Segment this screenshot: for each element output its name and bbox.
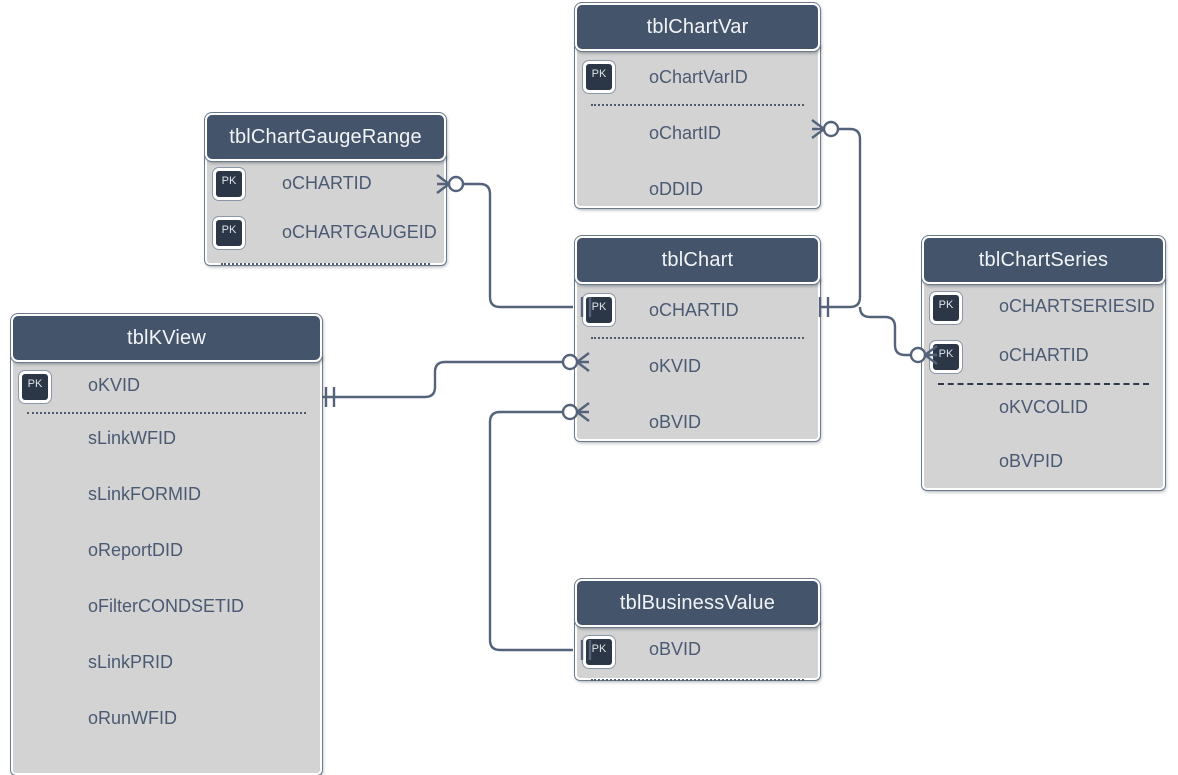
field-list: PK oChartVarID oChartID oDDID	[577, 49, 818, 206]
entity-title-text: tblChartGaugeRange	[229, 125, 422, 148]
field-row[interactable]: oKVID	[577, 338, 818, 394]
field-row[interactable]: oKVCOLID	[924, 380, 1163, 434]
pk-badge-icon: PK	[930, 341, 962, 373]
pk-badge-icon: PK	[19, 371, 51, 403]
entity-tblchart[interactable]: tblChart PK oCHARTID oKVID oBVID	[575, 236, 820, 441]
pk-separator	[221, 263, 430, 265]
entity-tblchartgaugerange[interactable]: tblChartGaugeRange PK oCHARTID PK oCHART…	[205, 113, 446, 265]
field-name: oChartID	[649, 122, 722, 143]
field-name: oReportDID	[88, 539, 184, 560]
field-row[interactable]: PK oChartVarID	[577, 49, 818, 106]
field-row[interactable]: oDDID	[577, 161, 818, 217]
field-name: oCHARTID	[999, 345, 1089, 365]
field-row[interactable]: PK oCHARTID	[577, 282, 818, 339]
field-row[interactable]: sLinkWFID	[13, 410, 320, 466]
pk-badge-icon: PK	[213, 217, 245, 249]
entity-title-tblkview: tblKView	[11, 314, 322, 362]
field-list: PK oBVID	[577, 625, 818, 681]
entity-body-tblchartvar: PK oChartVarID oChartID oDDID	[575, 41, 820, 208]
pk-badge-icon: PK	[583, 636, 615, 668]
field-name: sLinkFORMID	[88, 483, 202, 504]
field-list: PK oCHARTSERIESID PK oCHARTID oKVCOLID o…	[924, 282, 1163, 488]
field-name: sLinkWFID	[88, 427, 177, 448]
field-row[interactable]: oBVPID	[924, 434, 1163, 488]
entity-title-text: tblChart	[661, 248, 734, 271]
field-row[interactable]: PK oCHARTGAUGEID	[207, 208, 444, 265]
field-name: oFilterCONDSETID	[88, 595, 245, 616]
pk-badge-icon: PK	[930, 292, 962, 324]
entity-body-tblchart: PK oCHARTID oKVID oBVID	[575, 274, 820, 441]
entity-tblkview[interactable]: tblKView PK oKVID sLinkWFID sLinkFORMID …	[11, 314, 322, 775]
entity-body-tblkview: PK oKVID sLinkWFID sLinkFORMID oReportDI…	[11, 352, 322, 775]
field-list: PK oCHARTID PK oCHARTGAUGEID	[207, 159, 444, 265]
field-row[interactable]: oFilterCONDSETID	[13, 578, 320, 634]
entity-title-tblchartgaugerange: tblChartGaugeRange	[205, 113, 446, 161]
entity-title-text: tblChartVar	[646, 15, 749, 38]
entity-body-tblchartgaugerange: PK oCHARTID PK oCHARTGAUGEID	[205, 151, 446, 265]
entity-title-tblbusinessvalue: tblBusinessValue	[575, 579, 820, 627]
pk-separator	[591, 104, 804, 106]
relationship-chart-gaugerange	[436, 174, 592, 317]
entity-body-tblchartseries: PK oCHARTSERIESID PK oCHARTID oKVCOLID o…	[922, 274, 1165, 490]
pk-separator	[591, 337, 804, 339]
relationship-kview-chart	[322, 352, 590, 407]
field-row[interactable]: PK oCHARTID	[207, 159, 444, 208]
field-name: oBVID	[649, 638, 702, 659]
entity-title-text: tblBusinessValue	[619, 591, 776, 614]
pk-badge-icon: PK	[583, 294, 615, 326]
entity-title-tblchart: tblChart	[575, 236, 820, 284]
field-name: oKVID	[88, 374, 141, 395]
field-name: oCHARTGAUGEID	[282, 222, 437, 242]
field-row[interactable]: oRunWFID	[13, 690, 320, 746]
field-name: oCHARTID	[649, 299, 739, 320]
field-row[interactable]: PK oCHARTSERIESID	[924, 282, 1163, 331]
pk-badge-icon: PK	[213, 168, 245, 200]
field-name: oKVID	[649, 355, 702, 376]
field-name: oRunWFID	[88, 707, 178, 728]
entity-title-text: tblKView	[126, 326, 207, 349]
field-row[interactable]: oBVID	[577, 394, 818, 450]
entity-title-text: tblChartSeries	[978, 248, 1109, 271]
field-name: oChartVarID	[649, 66, 748, 87]
entity-tblbusinessvalue[interactable]: tblBusinessValue PK oBVID	[575, 579, 820, 681]
field-list: PK oCHARTID oKVID oBVID	[577, 282, 818, 439]
field-row[interactable]: PK oKVID	[13, 360, 320, 414]
field-name: oKVCOLID	[999, 396, 1089, 417]
field-name: oBVPID	[999, 450, 1064, 471]
field-name: oDDID	[649, 178, 704, 199]
entity-title-tblchartvar: tblChartVar	[575, 3, 820, 51]
field-name: oBVID	[649, 411, 702, 432]
entity-tblchartvar[interactable]: tblChartVar PK oChartVarID oChartID oDDI…	[575, 3, 820, 208]
field-row[interactable]: oReportDID	[13, 522, 320, 578]
entity-title-tblchartseries: tblChartSeries	[922, 236, 1165, 284]
field-row[interactable]: sLinkPRID	[13, 634, 320, 690]
field-row[interactable]: PK oCHARTID	[924, 331, 1163, 385]
field-row[interactable]: PK oBVID	[577, 625, 818, 681]
field-row[interactable]: oChartID	[577, 105, 818, 161]
entity-tblchartseries[interactable]: tblChartSeries PK oCHARTSERIESID PK oCHA…	[922, 236, 1165, 490]
pk-separator	[27, 412, 306, 414]
field-name: oCHARTID	[282, 173, 372, 193]
field-name: sLinkPRID	[88, 651, 174, 672]
field-list: PK oKVID sLinkWFID sLinkFORMID oReportDI…	[13, 360, 320, 773]
pk-separator	[938, 383, 1149, 385]
pk-separator	[591, 679, 804, 681]
field-name: oCHARTSERIESID	[999, 296, 1155, 316]
field-row[interactable]: sLinkFORMID	[13, 466, 320, 522]
pk-badge-icon: PK	[583, 61, 615, 93]
